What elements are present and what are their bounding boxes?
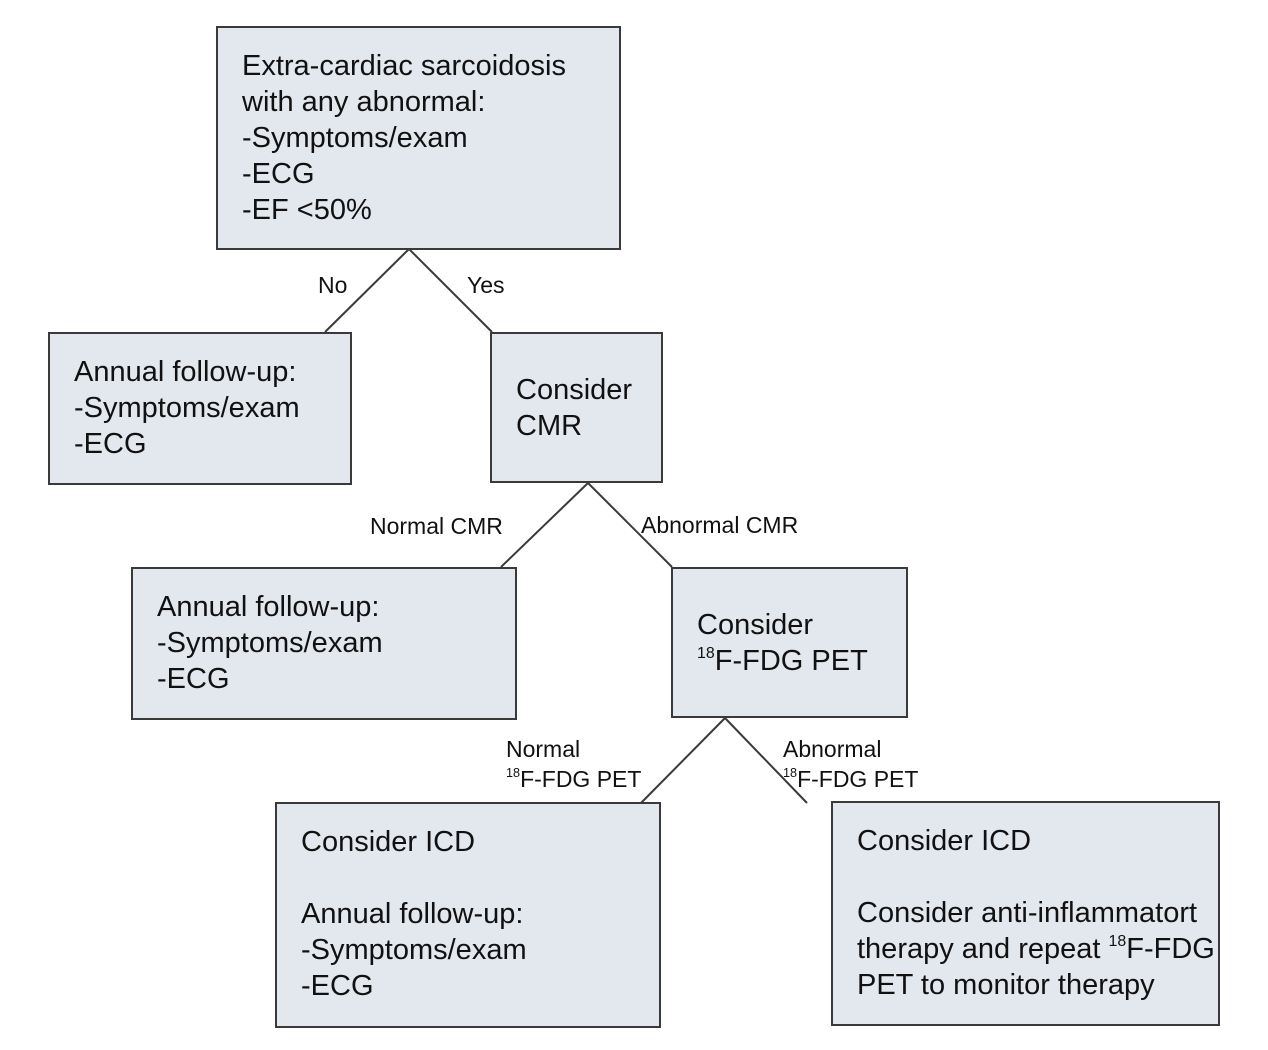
edge-root-to-cmr [408, 248, 493, 333]
icd-normal-pet-line-1: Annual follow-up: [301, 898, 524, 930]
consider-cmr-line-1: Consider [516, 374, 633, 406]
edge-label-abnormal-pet-sup: 18 [783, 766, 798, 781]
root-box: Extra-cardiac sarcoidosis with any abnor… [216, 26, 621, 250]
icd-normal-pet-heading: Consider ICD [301, 826, 476, 858]
icd-abnormal-pet-line-2-pre: therapy and repeat [857, 933, 1109, 965]
followup-no-line-2: -Symptoms/exam [74, 392, 300, 424]
consider-pet-line-1: Consider [697, 609, 814, 641]
icd-abnormal-pet-sup: 18 [1108, 932, 1127, 950]
edge-label-normal-cmr: Normal CMR [370, 513, 503, 539]
root-line-2: with any abnormal: [242, 86, 486, 118]
edge-label-normal-pet-line-1: Normal [506, 736, 581, 762]
edge-label-normal-pet: Normal 18F-FDG PET [506, 734, 641, 794]
consider-cmr-line-2: CMR [516, 410, 583, 442]
icd-normal-pet-line-3: -ECG [301, 970, 374, 1002]
followup-normal-cmr-line-1: Annual follow-up: [157, 591, 380, 623]
icd-abnormal-pet-spacer [857, 859, 1194, 895]
consider-pet-rest: F-FDG PET [714, 645, 868, 677]
icd-abnormal-pet-line-2: therapy and repeat 18F-FDG [857, 931, 1215, 967]
root-line-4: -ECG [242, 158, 315, 190]
icd-abnormal-pet-line-3: PET to monitor therapy [857, 969, 1155, 1001]
edge-pet-to-icd-abnormal [724, 717, 808, 804]
edge-label-normal-pet-line-2: 18F-FDG PET [506, 764, 641, 794]
edge-label-abnormal-cmr: Abnormal CMR [641, 512, 799, 538]
followup-no-line-1: Annual follow-up: [74, 356, 297, 388]
edge-cmr-to-pet [587, 482, 673, 568]
edge-cmr-to-followup [500, 482, 589, 568]
consider-pet-line-2: 18F-FDG PET [697, 643, 882, 679]
edge-label-yes: Yes [467, 272, 505, 298]
root-line-1: Extra-cardiac sarcoidosis [242, 50, 566, 82]
edge-label-no: No [318, 272, 348, 298]
edge-label-abnormal-pet-rest: F-FDG PET [797, 766, 919, 792]
consider-pet-sup: 18 [697, 644, 715, 662]
followup-normal-cmr-line-2: -Symptoms/exam [157, 627, 383, 659]
consider-pet-box: Consider 18F-FDG PET [671, 567, 908, 718]
root-line-5: -EF <50% [242, 194, 372, 226]
icd-normal-pet-spacer [301, 860, 635, 896]
root-line-3: -Symptoms/exam [242, 122, 468, 154]
edge-label-abnormal-pet-line-1: Abnormal [783, 736, 882, 762]
edge-label-abnormal-pet-line-2: 18F-FDG PET [783, 764, 918, 794]
followup-no-line-3: -ECG [74, 428, 147, 460]
icd-abnormal-pet-line-1: Consider anti-inflammatort [857, 897, 1198, 929]
icd-normal-pet-line-2: -Symptoms/exam [301, 934, 527, 966]
icd-normal-pet-box: Consider ICD Annual follow-up: -Symptoms… [275, 802, 661, 1028]
followup-no-box: Annual follow-up: -Symptoms/exam -ECG [48, 332, 352, 485]
edge-pet-to-icd-normal [640, 717, 726, 804]
followup-normal-cmr-line-3: -ECG [157, 663, 230, 695]
icd-abnormal-pet-box: Consider ICD Consider anti-inflammatort … [831, 801, 1220, 1026]
edge-label-abnormal-pet: Abnormal 18F-FDG PET [783, 734, 918, 794]
edge-label-normal-pet-rest: F-FDG PET [520, 766, 642, 792]
edge-label-normal-pet-sup: 18 [506, 766, 521, 781]
icd-abnormal-pet-heading: Consider ICD [857, 825, 1032, 857]
icd-abnormal-pet-line-2-post: F-FDG [1126, 933, 1215, 965]
edge-root-to-followup [324, 248, 410, 333]
followup-normal-cmr-box: Annual follow-up: -Symptoms/exam -ECG [131, 567, 517, 720]
consider-cmr-box: Consider CMR [490, 332, 663, 483]
